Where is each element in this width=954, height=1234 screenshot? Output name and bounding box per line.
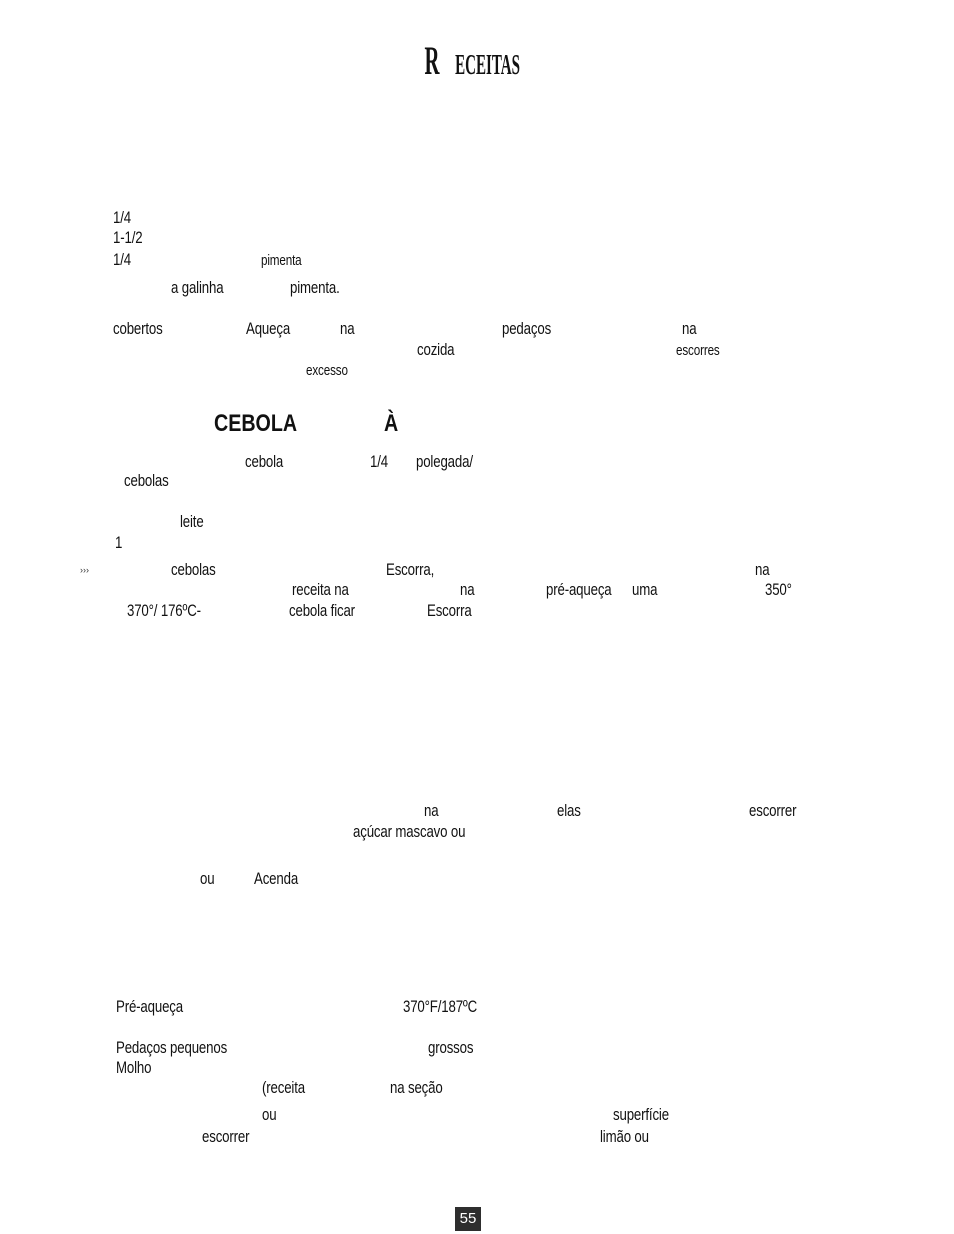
text-drain-5: escorrer	[202, 1127, 250, 1146]
text-recipe: (receita	[262, 1078, 305, 1097]
text-drain: escorres	[676, 342, 720, 359]
text-temp-370f: 370°F/187ºC	[403, 997, 478, 1016]
text-quarter: 1/4	[370, 452, 388, 471]
text-sauce: Molho	[116, 1058, 152, 1077]
text-small-pieces: Pedaços pequenos	[116, 1038, 228, 1057]
text-preheat: pré-aqueça	[546, 580, 612, 599]
text-in-5: na	[424, 801, 439, 820]
text-recipe-in: receita na	[292, 580, 349, 599]
text-chicken: a galinha	[171, 278, 224, 297]
text-excess: excesso	[306, 362, 348, 379]
text-or-2: ou	[262, 1105, 277, 1124]
text-preheat-2: Pré-aqueça	[116, 997, 183, 1016]
text-drain-4: escorrer	[749, 801, 797, 820]
text-pepper: pimenta.	[290, 278, 340, 297]
text-milk: leite	[180, 512, 204, 531]
text-drain-3: Escorra	[427, 601, 472, 620]
page-number: 55	[455, 1207, 481, 1231]
text-one: 1	[115, 533, 123, 552]
text-in-section: na seção	[390, 1078, 443, 1097]
text-onions-2: cebolas	[171, 560, 216, 579]
section-heading-onion: CEBOLA	[214, 410, 298, 437]
text-in-3: na	[755, 560, 770, 579]
text-in-4: na	[460, 580, 475, 599]
text-or-1: ou	[200, 869, 215, 888]
text-cooked: cozida	[417, 340, 455, 359]
text-light: Acenda	[254, 869, 299, 888]
section-heading-a: À	[384, 410, 399, 437]
text-onion: cebola	[245, 452, 284, 471]
ingredient-qty-3: 1/4	[113, 250, 131, 269]
text-lemon-or: limão ou	[600, 1127, 649, 1146]
page-title: R ECEITAS	[0, 36, 954, 90]
page-title-rest: ECEITAS	[454, 49, 520, 81]
ingredient-pepper: pimenta	[261, 252, 302, 269]
page-title-initial: R	[424, 38, 440, 83]
text-a: uma	[632, 580, 658, 599]
text-onion-becomes: cebola ficar	[289, 601, 355, 620]
text-in-2: na	[682, 319, 697, 338]
text-surface: superfície	[613, 1105, 669, 1124]
ingredient-qty-2: 1-1/2	[113, 228, 143, 247]
text-pieces: pedaços	[502, 319, 552, 338]
text-inch: polegada/	[416, 452, 473, 471]
text-drain-2: Escorra,	[386, 560, 435, 579]
text-temp-370: 370°/ 176ºC-	[127, 601, 201, 620]
ingredient-qty-1: 1/4	[113, 208, 131, 227]
text-covered: cobertos	[113, 319, 163, 338]
text-they: elas	[557, 801, 581, 820]
text-brown-sugar: açúcar mascavo ou	[353, 822, 466, 841]
text-heat: Aqueça	[246, 319, 291, 338]
text-onions-1: cebolas	[124, 471, 169, 490]
scan-mark-icon: ›››	[80, 565, 89, 575]
text-in-1: na	[340, 319, 355, 338]
text-thick: grossos	[428, 1038, 474, 1057]
text-temp-350: 350°	[765, 580, 792, 599]
